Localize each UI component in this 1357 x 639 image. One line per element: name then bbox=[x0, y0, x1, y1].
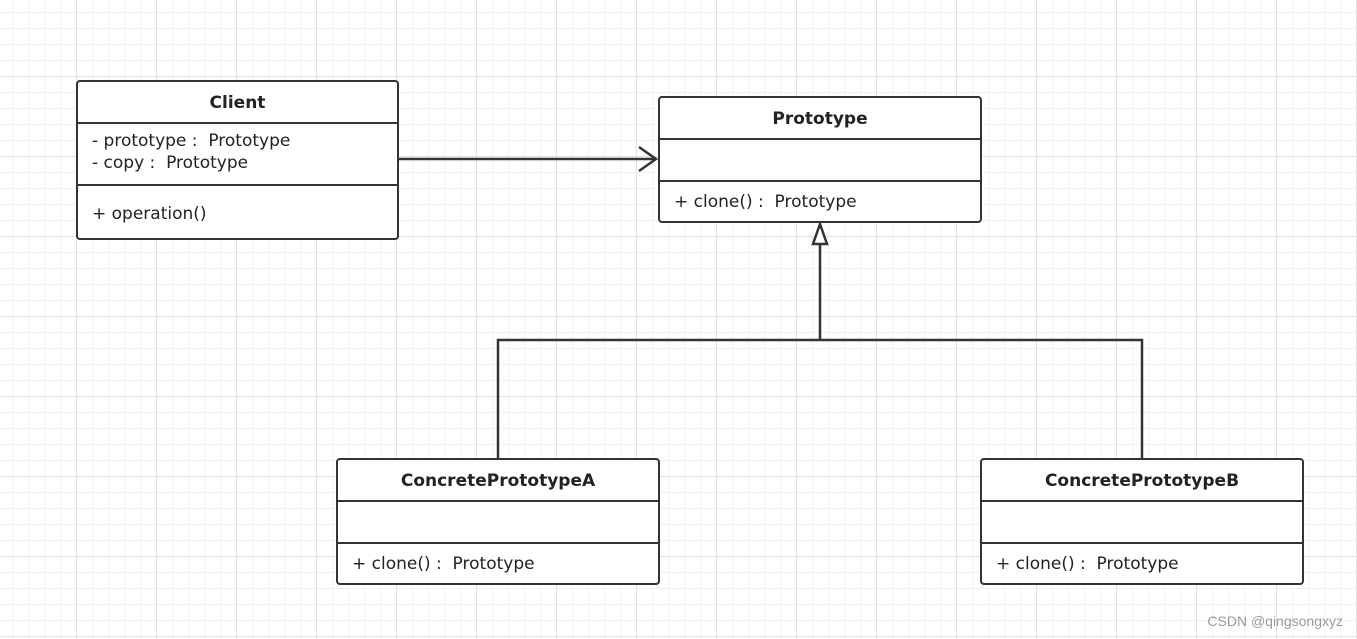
association-arrowhead bbox=[638, 145, 659, 173]
attribute: - prototype : Prototype bbox=[92, 131, 291, 151]
operations-section: + operation() bbox=[78, 186, 397, 225]
operations-section: + clone() : Prototype bbox=[660, 182, 980, 213]
operation: + clone() : Prototype bbox=[352, 554, 535, 574]
attributes-section: - prototype : Prototype - copy : Prototy… bbox=[78, 124, 397, 186]
operations-section: + clone() : Prototype bbox=[982, 544, 1302, 575]
operation: + clone() : Prototype bbox=[674, 192, 857, 212]
operations-section: + clone() : Prototype bbox=[338, 544, 658, 575]
class-name: Client bbox=[78, 82, 397, 124]
class-prototype[interactable]: Prototype + clone() : Prototype bbox=[658, 96, 982, 223]
attributes-section bbox=[660, 140, 980, 182]
attributes-section bbox=[982, 502, 1302, 544]
generalization-branch bbox=[496, 338, 1144, 459]
attributes-section bbox=[338, 502, 658, 544]
generalization-triangle bbox=[811, 220, 829, 246]
watermark-text: CSDN @qingsongxyz bbox=[1207, 613, 1343, 629]
operation: + operation() bbox=[92, 204, 207, 224]
attribute: - copy : Prototype bbox=[92, 153, 249, 173]
class-name: Prototype bbox=[660, 98, 980, 140]
class-concrete-prototype-a[interactable]: ConcretePrototypeA + clone() : Prototype bbox=[336, 458, 660, 585]
operation: + clone() : Prototype bbox=[996, 554, 1179, 574]
class-name: ConcretePrototypeA bbox=[338, 460, 658, 502]
class-client[interactable]: Client - prototype : Prototype - copy : … bbox=[76, 80, 399, 240]
class-concrete-prototype-b[interactable]: ConcretePrototypeB + clone() : Prototype bbox=[980, 458, 1304, 585]
class-name: ConcretePrototypeB bbox=[982, 460, 1302, 502]
